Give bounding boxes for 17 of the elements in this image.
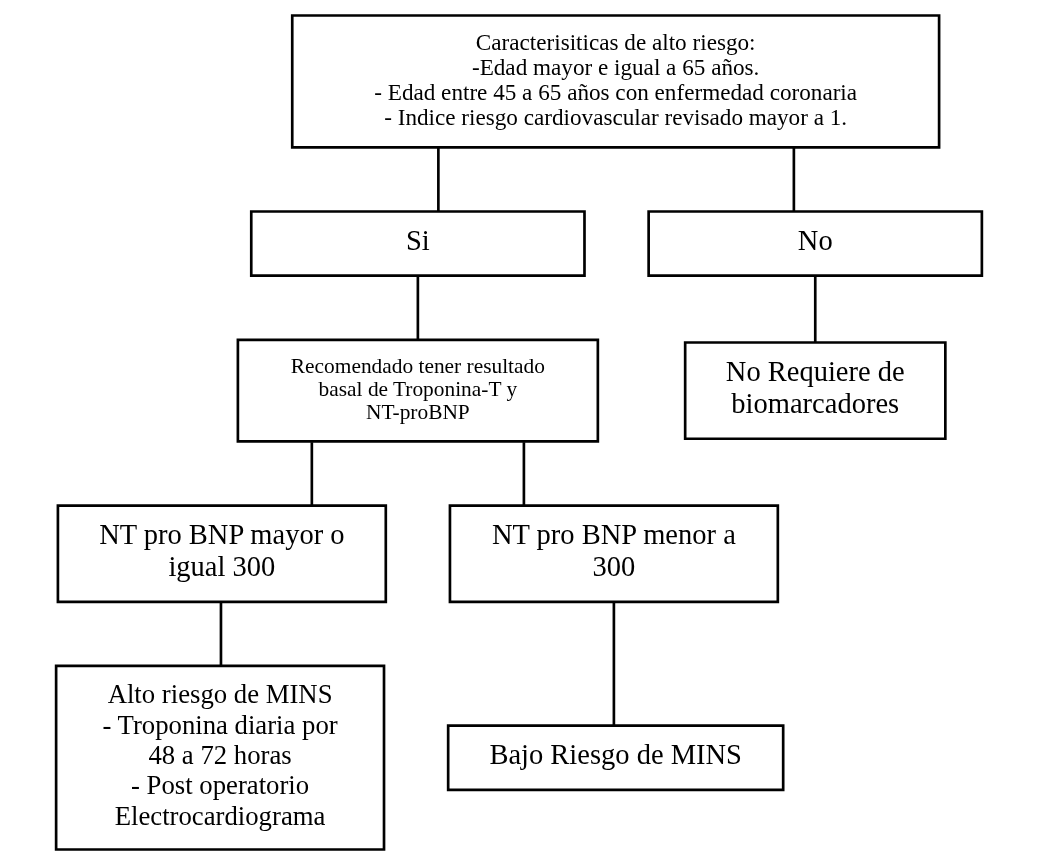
node-box: NT pro BNP menor a 300 [448, 504, 780, 604]
connector [219, 602, 223, 666]
node-box: Recomendado tener resultado basal de Troponina-T y NT-proBNP [236, 338, 600, 443]
connector [310, 442, 314, 506]
node-box: No Requiere de biomarcadores [683, 341, 947, 441]
connector [437, 147, 440, 212]
connector [813, 276, 817, 343]
node-box: Bajo Riesgo de MINS [446, 724, 785, 792]
node-box: Caracterisiticas de alto riesgo: -Edad mayor e igual a 65 años. - Edad entre 45 a 65 años con enfermedad coronaria - Indice riesgo cardiovascular revisado mayor a 1. [290, 14, 941, 149]
connector [416, 276, 420, 340]
node-box: NT pro BNP mayor o igual 300 [56, 504, 388, 604]
connector [612, 602, 616, 726]
node-box: No [647, 210, 984, 277]
node-box: Si [249, 210, 586, 277]
connector [522, 442, 526, 506]
node-box: Alto riesgo de MINS - Troponina diaria por 48 a 72 horas - Post operatorio Electrocardiograma [54, 664, 386, 851]
connector [792, 147, 796, 212]
